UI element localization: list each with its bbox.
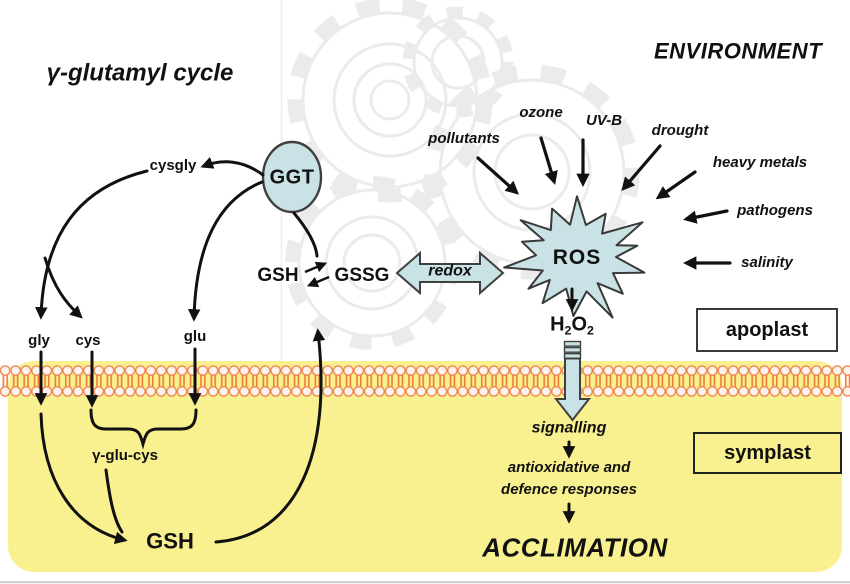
gly-label: gly bbox=[28, 332, 50, 350]
h2o2-channel-arrow bbox=[553, 340, 592, 422]
gsh-apoplast-label: GSH bbox=[257, 265, 299, 287]
title-environment: ENVIRONMENT bbox=[653, 38, 823, 64]
cysgly-label: cysgly bbox=[149, 157, 197, 175]
ros-label: ROS bbox=[552, 245, 602, 269]
symplast-box-label: symplast bbox=[724, 441, 811, 464]
title-gamma-glutamyl-cycle: γ-glutamyl cycle bbox=[46, 59, 234, 87]
equilibrium-arrows bbox=[304, 261, 330, 288]
stressor-pollutants: pollutants bbox=[428, 130, 500, 148]
apoplast-box-label: apoplast bbox=[725, 318, 809, 341]
symplast-box: symplast bbox=[693, 432, 842, 474]
ros-burst-shape bbox=[503, 195, 646, 319]
responses-line2: defence responses bbox=[501, 481, 637, 499]
signalling-label: signalling bbox=[531, 419, 607, 437]
figure-bottom-border bbox=[0, 581, 850, 584]
h2o2-label: H2O2 bbox=[550, 313, 594, 338]
symplast-region bbox=[8, 361, 842, 572]
reaction-arrows bbox=[34, 156, 579, 544]
ggt-enzyme-shape bbox=[261, 140, 323, 214]
stressor-drought: drought bbox=[651, 122, 709, 140]
brace-glu-cys bbox=[89, 408, 198, 450]
stressor-heavy-metals: heavy metals bbox=[712, 154, 808, 172]
stressor-uvb: UV-B bbox=[585, 112, 623, 130]
membrane-bilayer bbox=[0, 365, 850, 397]
responses-line1: antioxidative and bbox=[507, 459, 631, 477]
ggt-enzyme-label: GGT bbox=[269, 166, 315, 189]
stressor-arrows bbox=[476, 136, 732, 270]
acclimation-label: ACCLIMATION bbox=[482, 532, 668, 563]
apoplast-box: apoplast bbox=[696, 308, 838, 352]
gssg-label: GSSG bbox=[334, 265, 390, 287]
gamma-glu-cys-label: γ-glu-cys bbox=[92, 447, 158, 465]
stressor-pathogens: pathogens bbox=[737, 202, 813, 220]
stressor-ozone: ozone bbox=[519, 104, 563, 122]
cys-label: cys bbox=[75, 332, 101, 350]
redox-label: redox bbox=[428, 262, 472, 280]
glu-label: glu bbox=[183, 328, 207, 346]
gsh-symplast-label: GSH bbox=[146, 528, 194, 554]
redox-double-arrow bbox=[395, 250, 505, 296]
stressor-salinity: salinity bbox=[741, 254, 793, 272]
